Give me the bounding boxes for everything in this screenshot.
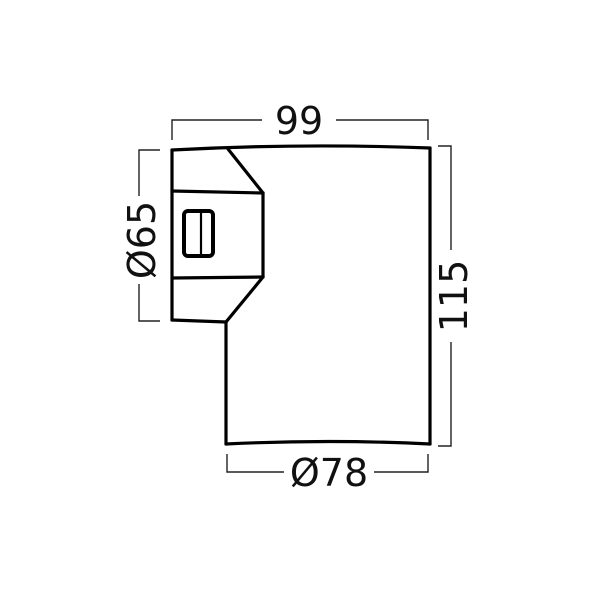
mount-bottom-edge	[170, 318, 228, 324]
dim-line-bottom-right	[374, 454, 429, 473]
chamfer-top	[226, 147, 265, 195]
chamfer-bottom	[224, 275, 265, 324]
dim-label-height: 115	[432, 260, 476, 333]
dim-line-top-right	[336, 119, 429, 140]
division-lower	[170, 275, 265, 280]
bottom-edge	[224, 439, 432, 446]
dim-line-right-bottom	[438, 342, 452, 447]
dim-label-left-diameter: Ø65	[120, 201, 164, 279]
dim-line-right-top	[438, 145, 452, 250]
top-edge	[170, 144, 432, 152]
dim-line-bottom-left	[226, 454, 284, 473]
switch-icon	[182, 209, 215, 258]
dim-label-width: 99	[275, 99, 323, 143]
fixture-outline	[170, 144, 432, 446]
dim-label-bottom-diameter: Ø78	[290, 451, 368, 495]
dim-line-left-top	[138, 149, 160, 196]
dim-line-top-left	[171, 119, 262, 140]
division-upper	[170, 189, 265, 195]
dim-line-left-bottom	[138, 284, 160, 322]
dimension-lines	[138, 119, 452, 473]
